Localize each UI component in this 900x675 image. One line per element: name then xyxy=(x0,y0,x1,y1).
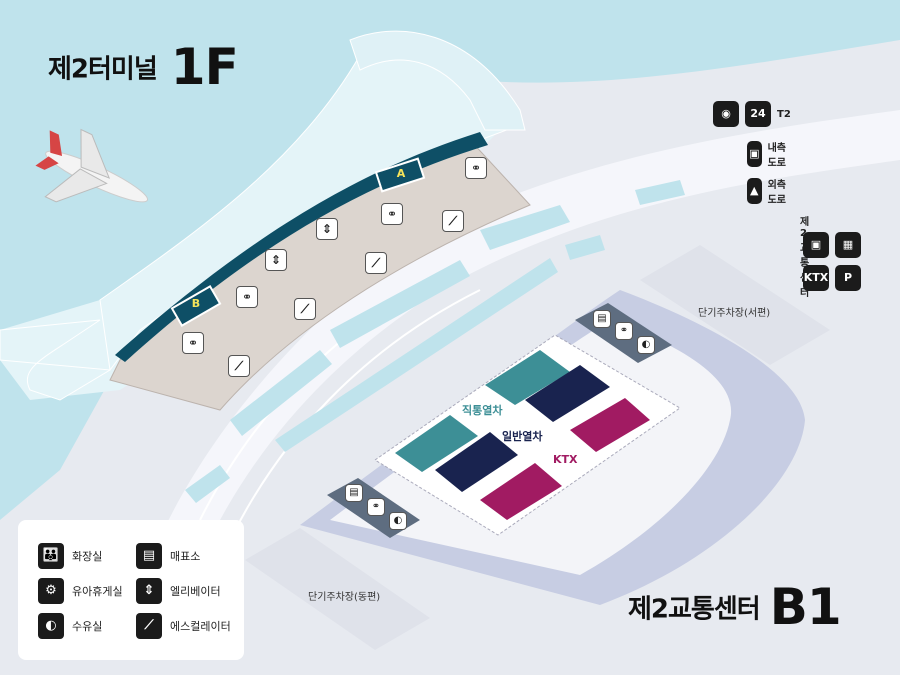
legend-label: 엘리베이터 xyxy=(170,585,221,598)
sea-area xyxy=(0,0,900,520)
direct-train-car-2 xyxy=(395,415,478,472)
outer-road-label: 외측도로 xyxy=(767,180,786,206)
restroom-icon: ⚭ xyxy=(182,332,204,354)
floor-level: 1F xyxy=(170,38,239,96)
terminal-edge xyxy=(115,132,488,362)
elevator-icon: ⇕ xyxy=(265,249,287,271)
inner-road-label: 내측도로 xyxy=(767,143,786,169)
floor-b1-title: 제2교통센터 B1 xyxy=(628,578,842,636)
restroom-icon: 👪 xyxy=(38,543,64,569)
center-row-1: ▣ ▦ xyxy=(803,232,861,258)
baby-bottle-icon: ◐ xyxy=(38,613,64,639)
center-row-2: KTX P xyxy=(803,265,861,291)
ktx-car-1 xyxy=(570,398,650,452)
elevator-icon: ⇕ xyxy=(136,578,162,604)
elevator-icon: ⇕ xyxy=(316,218,338,240)
legend-label: 수유실 xyxy=(72,620,103,633)
baby-bottle-icon: ◐ xyxy=(389,512,407,530)
parking-west-area xyxy=(640,245,830,365)
ktx-car-2 xyxy=(480,463,562,520)
escalator-icon: ⟋ xyxy=(228,355,250,377)
legend-item: ⚙ 유아휴게실 xyxy=(38,578,123,604)
center-name: 제2교통센터 xyxy=(628,594,761,625)
24h-icon: 24 xyxy=(745,101,771,127)
legend-item: ⇕ 엘리베이터 xyxy=(136,578,221,604)
outer-road-row: ▲ 외측도로 xyxy=(747,176,788,206)
escalator-icon: ⟋ xyxy=(294,298,316,320)
general-train-car-2 xyxy=(435,432,518,492)
lane-strips xyxy=(185,180,685,503)
parking-east-area xyxy=(245,528,430,650)
parking-east-label: 단기주차장(동편) xyxy=(308,592,381,603)
airplane-icon xyxy=(35,128,149,203)
restroom-icon: ⚭ xyxy=(381,203,403,225)
gate-b-label: B xyxy=(191,297,201,310)
taxi-icon: ▲ xyxy=(747,178,762,204)
escalator-icon: ⟋ xyxy=(365,252,387,274)
t2-label: T2 xyxy=(777,108,791,120)
restaurant-icon: ◉ xyxy=(713,101,739,127)
ktx-badge: KTX xyxy=(803,265,829,291)
legend-label: 화장실 xyxy=(72,550,103,563)
legend-item: 👪 화장실 xyxy=(38,543,102,569)
restroom-icon: ⚭ xyxy=(465,157,487,179)
general-train-label: 일반열차 xyxy=(502,430,543,443)
direct-train-label: 직통열차 xyxy=(462,404,503,417)
escalator-icon: ⟋ xyxy=(442,210,464,232)
baby-bottle-icon: ◐ xyxy=(637,336,655,354)
direct-train-car-1 xyxy=(485,350,570,405)
gate-a-label: A xyxy=(396,167,406,180)
parking-west-label: 단기주차장(서편) xyxy=(698,308,771,319)
bus-icon: ▣ xyxy=(803,232,829,258)
bus-icon: ▣ xyxy=(747,141,762,167)
floor-1f-title: 제2터미널 1F xyxy=(48,38,239,96)
restroom-icon: ⚭ xyxy=(367,498,385,516)
general-train-car-1 xyxy=(525,365,610,422)
stroller-icon: ⚙ xyxy=(38,578,64,604)
inner-road-row: ▣ 내측도로 xyxy=(747,139,788,169)
t2-row: ◉ 24 T2 xyxy=(713,101,791,127)
legend-label: 유아휴게실 xyxy=(72,585,123,598)
train-icon: ▦ xyxy=(835,232,861,258)
legend-item: ▤ 매표소 xyxy=(136,543,200,569)
legend-item: ◐ 수유실 xyxy=(38,613,102,639)
legend-item: ⟋ 에스컬레이터 xyxy=(136,613,231,639)
legend-label: 매표소 xyxy=(170,550,201,563)
floor-level-b1: B1 xyxy=(769,578,842,636)
legend-label: 에스컬레이터 xyxy=(170,620,231,633)
escalator-icon: ⟋ xyxy=(136,613,162,639)
ticket-office-icon: ▤ xyxy=(345,484,363,502)
terminal-name: 제2터미널 xyxy=(48,54,158,85)
ktx-label: KTX xyxy=(553,453,578,466)
parking-icon: P xyxy=(835,265,861,291)
restroom-icon: ⚭ xyxy=(236,286,258,308)
legend: 👪 화장실 ⚙ 유아휴게실 ◐ 수유실 ▤ 매표소 ⇕ 엘리베이터 ⟋ 에스컬레… xyxy=(18,520,244,660)
ticket-office-icon: ▤ xyxy=(136,543,162,569)
restroom-icon: ⚭ xyxy=(615,322,633,340)
ticket-office-icon: ▤ xyxy=(593,310,611,328)
